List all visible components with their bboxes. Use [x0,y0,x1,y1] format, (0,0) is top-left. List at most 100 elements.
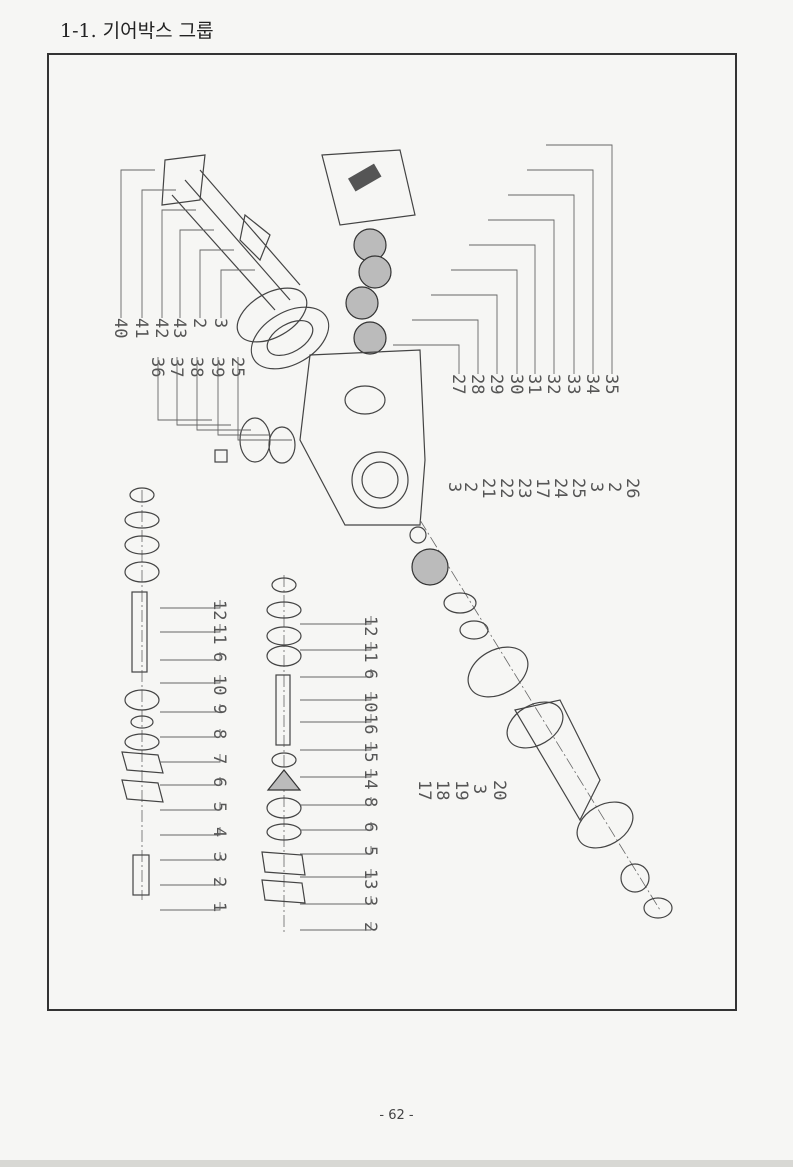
callout-label: 6 [360,669,380,679]
leader-line [160,704,221,713]
leader-line [160,902,221,911]
leader-line [160,729,221,738]
callout-label: 10 [209,675,229,695]
callout-label: 40 [110,318,130,338]
callout-label: 25 [227,357,247,377]
callout-label: 33 [563,374,583,394]
scan-edge [0,1160,793,1167]
callout-label: 25 [568,478,588,498]
callout-label: 3 [469,784,489,794]
leader-line [300,797,372,806]
gearbox-housing [299,349,426,526]
leader-line [300,822,372,831]
callout-label: 39 [207,357,227,377]
leader-line [300,846,372,855]
leader-line [217,357,272,436]
callout-label: 8 [209,729,229,739]
callout-label: 16 [360,714,380,734]
leader-line [160,827,221,836]
upper-tube-assembly [161,154,330,370]
page-number: - 62 - [379,1108,414,1123]
leader-line [160,624,221,633]
callout-label: 11 [360,642,380,662]
callout-label: 34 [582,374,602,394]
callout-label: 23 [514,478,534,498]
leader-line [469,244,536,374]
callout-label: 24 [550,478,570,498]
leader-line [300,922,372,931]
gear-stack [345,228,392,355]
left-shaft-parts [121,487,164,900]
callout-label: 27 [448,374,468,394]
callout-label: 29 [486,374,506,394]
callout-label: 8 [360,797,380,807]
callout-label: 26 [622,478,642,498]
callout-label: 6 [209,777,229,787]
callout-label: 21 [478,478,498,498]
leader-line [300,869,372,878]
leader-line [300,642,372,651]
callout-label: 3 [444,482,464,492]
callout-label: 10 [360,692,380,712]
callout-label: 18 [432,780,452,800]
callout-label: 2 [604,482,624,492]
callout-label: 3 [209,852,229,862]
callout-label: 19 [451,780,471,800]
leader-line [141,189,176,318]
leader-line [160,852,221,861]
leader-line [196,357,251,431]
leader-line [451,269,518,374]
leader-line [179,229,214,318]
callout-label: 31 [524,374,544,394]
callout-label: 22 [496,478,516,498]
leader-line [160,754,221,763]
callout-label: 12 [209,600,229,620]
callout-label: 6 [209,652,229,662]
leader-line [160,652,221,661]
callout-label: 32 [543,374,563,394]
callout-label: 15 [360,742,380,762]
output-shaft-parts [409,519,673,919]
callout-label: 2 [209,877,229,887]
leader-line [160,675,221,684]
leader-line [393,344,460,374]
callout-label: 36 [147,357,167,377]
leader-line [546,144,613,374]
callout-label: 28 [467,374,487,394]
callout-label: 3 [586,482,606,492]
leader-line [300,769,372,778]
leader-line [300,896,372,905]
leader-line [220,269,255,318]
leader-line [508,194,575,374]
callout-label: 2 [360,922,380,932]
callout-label: 37 [166,357,186,377]
callout-label: 3 [360,896,380,906]
leader-line [431,294,498,374]
callout-label: 20 [489,780,509,800]
callout-label: 3 [210,318,230,328]
leader-line [300,742,372,751]
leader-line [300,669,372,678]
callout-label: 4 [209,827,229,837]
leader-line [527,169,594,374]
middle-shaft-parts [261,575,306,935]
callout-label: 7 [209,754,229,764]
callout-label: 41 [131,318,151,338]
leader-line [199,249,234,318]
callout-label: 2 [460,482,480,492]
callout-label: 9 [209,704,229,714]
leader-line [157,357,212,421]
leader-line [237,357,292,441]
callout-label: 17 [414,780,434,800]
callout-label: 35 [601,374,621,394]
leader-line [160,877,221,886]
callout-label: 11 [209,624,229,644]
callout-label: 38 [186,357,206,377]
callout-label: 17 [532,478,552,498]
leader-line [300,714,372,723]
gearbox-cover [321,149,416,226]
callout-label: 5 [360,846,380,856]
callout-label: 43 [169,318,189,338]
callout-label: 42 [151,318,171,338]
